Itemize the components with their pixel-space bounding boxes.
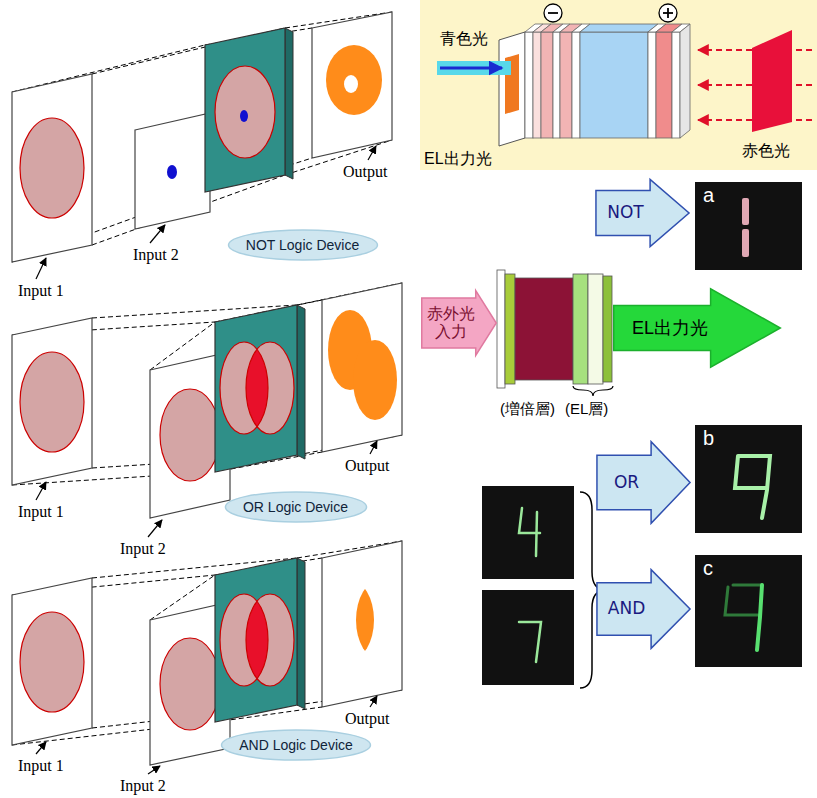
logic-device-oval: OR Logic Device (224, 491, 368, 523)
node-text: EL出力光 (424, 150, 492, 168)
logic-device-oval: NOT Logic Device (227, 229, 379, 261)
block-arrow-outline (596, 440, 691, 525)
node-text: 青色光 (440, 30, 488, 48)
oval-fill (228, 230, 377, 260)
node-text: 赤色光 (742, 142, 790, 160)
port-label: Input 1 (18, 282, 64, 300)
result-photo: a (695, 182, 802, 270)
layer-label: (増倍層) (500, 400, 555, 417)
infrared-input-arrow: 赤外光入力 (421, 290, 497, 356)
infrared-device-drawing (497, 270, 613, 396)
node-text: OR (614, 473, 639, 493)
port-label: Output (345, 457, 389, 475)
arrow-fill (597, 570, 690, 649)
port-label: Input 2 (120, 777, 166, 795)
and-device-drawing (12, 541, 404, 774)
result-photos (482, 182, 802, 688)
node-text: c (703, 557, 713, 580)
node-text: NOT Logic Device (246, 237, 359, 253)
node-text: 赤外光入力 (426, 305, 476, 342)
port-label: Input 2 (133, 246, 179, 264)
arrow-fill (596, 179, 689, 246)
logic-block-arrow: AND (596, 568, 691, 650)
or-device-drawing (12, 283, 402, 537)
port-label: Input 2 (120, 540, 166, 558)
oval-fill (225, 492, 366, 522)
visible-light-device-drawing (420, 0, 817, 170)
logic-device-oval: AND Logic Device (220, 729, 372, 761)
result-photo: c (695, 555, 802, 667)
layer-label: (EL層) (565, 400, 608, 417)
node-text: EL出力光 (632, 318, 708, 339)
el-output-arrow: EL出力光 (612, 288, 782, 368)
node-text: OR Logic Device (243, 499, 348, 515)
node-text: NOT (607, 203, 643, 223)
not-device-drawing (12, 12, 392, 279)
node-text: AND (608, 599, 645, 619)
port-label: Input 1 (18, 757, 64, 775)
arrow-fill (614, 289, 781, 367)
node-text: a (703, 184, 714, 207)
arrow-fill (422, 291, 496, 356)
arrow-fill (597, 442, 690, 524)
node-text: b (703, 427, 714, 450)
node-text: AND Logic Device (239, 737, 353, 753)
port-label: Output (345, 710, 389, 728)
oval-fill (222, 730, 371, 760)
port-label: Output (343, 163, 387, 181)
logic-block-arrow: NOT (595, 178, 690, 248)
port-label: Input 1 (18, 503, 64, 521)
result-photo: b (695, 425, 802, 533)
logic-block-arrow: OR (596, 440, 691, 525)
device-panel: 青色光 EL出力光 赤色光 (420, 0, 817, 170)
